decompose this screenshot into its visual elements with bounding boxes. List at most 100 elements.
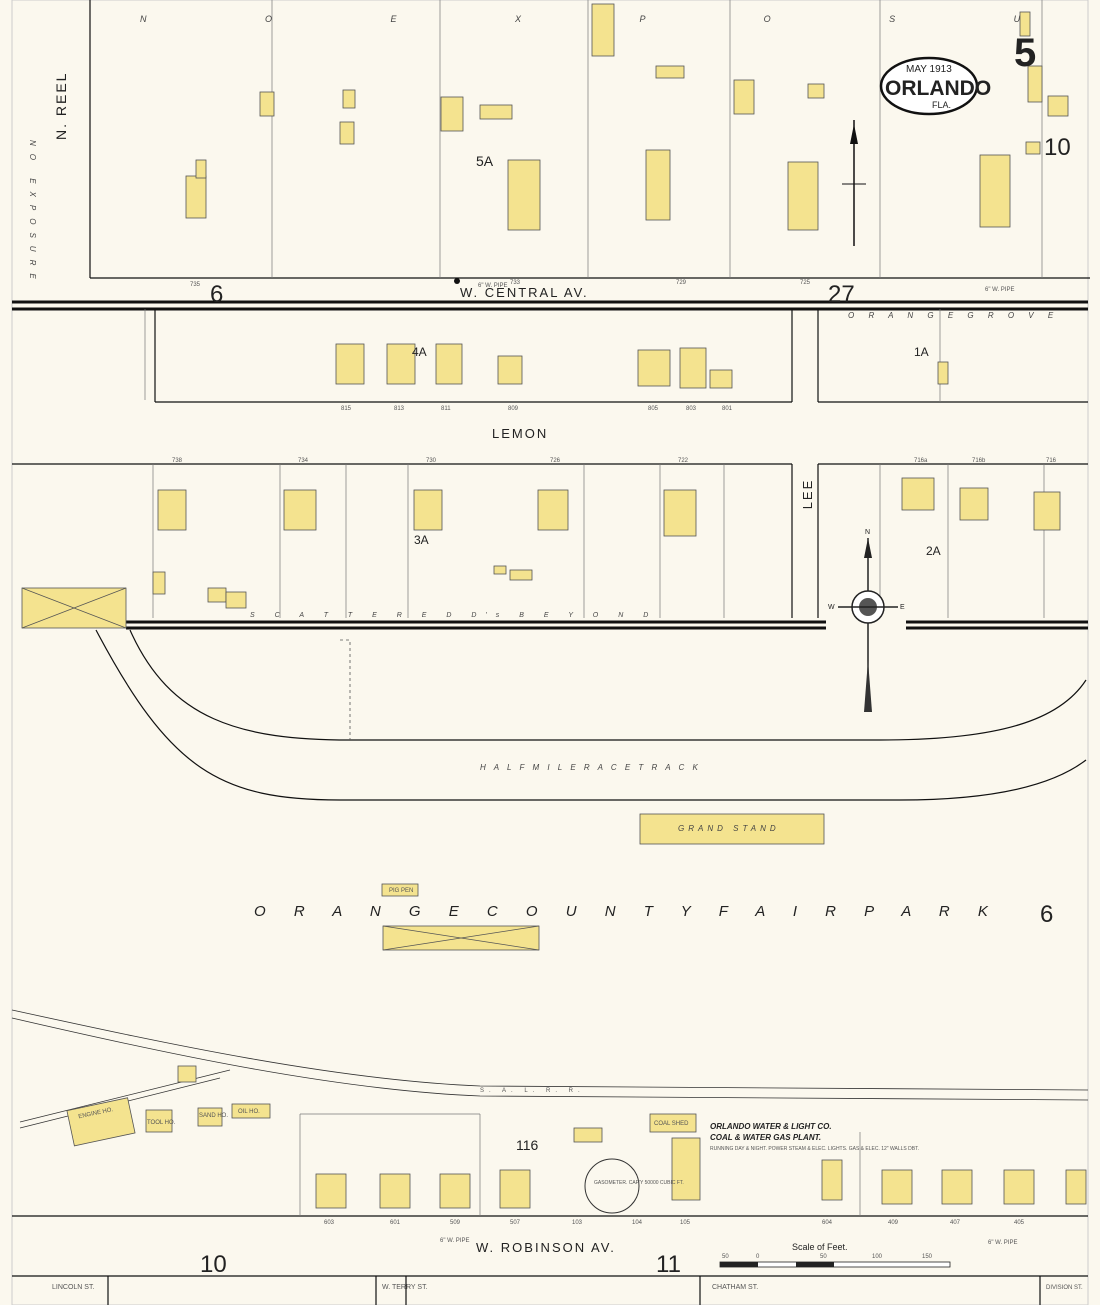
street-lemon: LEMON bbox=[492, 426, 548, 441]
scale-tick: 150 bbox=[922, 1254, 933, 1260]
map-state: FLA. bbox=[932, 100, 951, 110]
compass-n: N bbox=[865, 529, 870, 536]
house-number: 735 bbox=[190, 282, 201, 288]
tool-house bbox=[145, 1109, 173, 1133]
house-number: 813 bbox=[394, 406, 405, 412]
top-block: N O E X P O S U R E NO EXPOSURE N. REEL … bbox=[28, 0, 1100, 287]
shed bbox=[1047, 95, 1069, 117]
hydrant-icon bbox=[454, 278, 460, 284]
scale-tick: 0 bbox=[756, 1254, 760, 1260]
oil-house bbox=[231, 1103, 271, 1119]
house-number: 716a bbox=[914, 458, 928, 464]
dwelling bbox=[413, 489, 443, 531]
compass-rose: N W E bbox=[828, 529, 905, 712]
house-number: 407 bbox=[950, 1220, 961, 1226]
adjoining-sheet-10-bottom: 10 bbox=[200, 1251, 227, 1278]
house-number: 509 bbox=[450, 1220, 461, 1226]
shed bbox=[207, 587, 227, 603]
water-pipe-robinson: 6" W. PIPE bbox=[440, 1238, 469, 1244]
sheet-number: 5 bbox=[1014, 31, 1036, 75]
house-number: 805 bbox=[648, 406, 659, 412]
railroad: S. A. L. R. R. bbox=[11, 1009, 1089, 1129]
adjoining-sheet-11: 11 bbox=[656, 1251, 681, 1278]
north-arrow-head bbox=[850, 124, 858, 144]
house-number: 726 bbox=[550, 458, 561, 464]
house-number: 801 bbox=[722, 406, 733, 412]
street-lee: LEE bbox=[800, 479, 815, 510]
house-number: 729 bbox=[676, 280, 687, 286]
compass-e: E bbox=[900, 604, 905, 611]
house-number: 803 bbox=[686, 406, 697, 412]
w-central-avenue: W. CENTRAL AV. 6" W. PIPE 6" W. PIPE 6 2… bbox=[12, 278, 1088, 311]
shed bbox=[479, 104, 513, 120]
sheet-border bbox=[11, 0, 1089, 1305]
house-number: 601 bbox=[390, 1220, 401, 1226]
grand-stand bbox=[639, 813, 825, 845]
gasometer bbox=[584, 1158, 640, 1214]
bottom-block: 116 COAL SHED GASOMETER. CAP'Y 50000 CUB… bbox=[12, 1113, 1088, 1226]
outbuilding bbox=[733, 79, 755, 115]
street-n-reel: N. REEL bbox=[53, 72, 69, 140]
scale-tick: 100 bbox=[872, 1254, 883, 1260]
dwelling bbox=[663, 489, 697, 537]
w-robinson-avenue: W. ROBINSON AV. 6" W. PIPE 6" W. PIPE 10… bbox=[12, 1238, 1088, 1305]
outbuilding bbox=[342, 89, 356, 109]
sand-house bbox=[197, 1107, 223, 1127]
house-number: 730 bbox=[426, 458, 437, 464]
dwelling bbox=[637, 349, 671, 387]
scale-tick: 50 bbox=[722, 1254, 729, 1260]
dwelling bbox=[881, 1169, 913, 1205]
house-number: 104 bbox=[632, 1220, 643, 1226]
water-pipe-robinson-right: 6" W. PIPE bbox=[988, 1240, 1017, 1246]
dwelling bbox=[435, 343, 463, 385]
dwelling bbox=[499, 1169, 531, 1209]
street-w-robinson: W. ROBINSON AV. bbox=[476, 1240, 616, 1255]
fair-park: H A L F M I L E R A C E T R A C K GRAND … bbox=[95, 629, 1087, 951]
street-chatham: CHATHAM ST. bbox=[712, 1284, 758, 1291]
block-number-5a: 5A bbox=[476, 153, 494, 169]
shed bbox=[807, 83, 825, 99]
coal-shed-label: COAL SHED bbox=[654, 1121, 689, 1127]
block-number-2a: 2A bbox=[926, 544, 941, 558]
dwelling bbox=[1033, 491, 1061, 531]
house-number: 105 bbox=[680, 1220, 691, 1226]
house-number: 815 bbox=[341, 406, 352, 412]
no-exposure-left: NO EXPOSURE bbox=[28, 140, 37, 287]
compass-w: W bbox=[828, 604, 835, 611]
dwelling-annex bbox=[195, 159, 207, 179]
map-date: MAY 1913 bbox=[906, 64, 952, 75]
shed bbox=[509, 569, 533, 581]
race-track-label: H A L F M I L E R A C E T R A C K bbox=[480, 763, 701, 772]
shed bbox=[1025, 141, 1041, 155]
middle-block-south: LEE 3A 2A 738 734 730 726 722 716a 716b … bbox=[12, 458, 1088, 630]
house-number: 604 bbox=[822, 1220, 833, 1226]
block-number-4a: 4A bbox=[412, 345, 427, 359]
block-number-116: 116 bbox=[516, 1137, 539, 1153]
house-number: 409 bbox=[888, 1220, 899, 1226]
adjoining-sheet-27: 27 bbox=[828, 281, 855, 308]
dwelling bbox=[959, 487, 989, 521]
dwelling bbox=[439, 1173, 471, 1209]
no-exposure-top: N O E X P O S U R E bbox=[140, 14, 1100, 24]
plant-note: RUNNING DAY & NIGHT. POWER STEAM & ELEC.… bbox=[710, 1146, 919, 1152]
map-city: ORLANDO bbox=[885, 77, 991, 100]
pig-pen bbox=[381, 883, 419, 897]
dwelling bbox=[335, 343, 365, 385]
water-light-label: ORLANDO WATER & LIGHT CO. bbox=[710, 1122, 832, 1131]
street-division: DIVISION ST. bbox=[1046, 1285, 1083, 1291]
street-terry: W. TERRY ST. bbox=[382, 1284, 428, 1291]
dwelling bbox=[315, 1173, 347, 1209]
water-pipe-central-right: 6" W. PIPE bbox=[985, 287, 1014, 293]
house-number: 716b bbox=[972, 458, 986, 464]
dwelling bbox=[1065, 1169, 1087, 1205]
dwelling bbox=[157, 489, 187, 531]
outbuilding bbox=[152, 571, 166, 595]
block-number-3a: 3A bbox=[414, 533, 429, 547]
gasometer-label: GASOMETER. CAP'Y 50000 CUBIC FT. bbox=[594, 1180, 684, 1186]
house-number: 734 bbox=[298, 458, 309, 464]
dwelling bbox=[821, 1159, 843, 1201]
dwelling bbox=[901, 477, 935, 511]
water-pipe-central: 6" W. PIPE bbox=[478, 283, 507, 289]
shed bbox=[440, 96, 464, 132]
grand-stand-label: GRAND STAND bbox=[678, 824, 780, 833]
